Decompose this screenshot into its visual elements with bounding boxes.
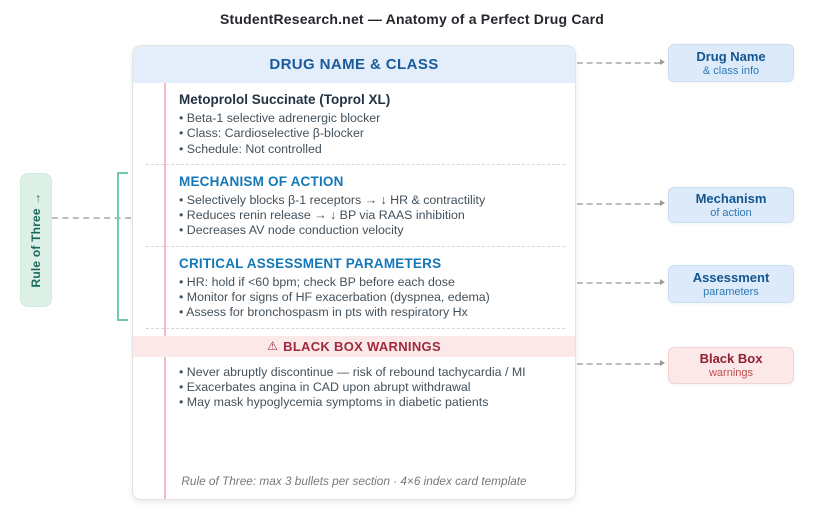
assessment-heading: CRITICAL ASSESSMENT PARAMETERS [179, 255, 442, 271]
card-header: DRUG NAME & CLASS [133, 46, 575, 83]
connector-black-box [577, 363, 660, 365]
callout-title: Drug Name [696, 48, 766, 64]
rule-of-three-label: Rule of Three → [20, 173, 52, 307]
margin-line [164, 83, 166, 499]
list-item: May mask hypoglycemia symptoms in diabet… [179, 395, 559, 410]
callout-subtitle: parameters [703, 285, 759, 298]
page-title: StudentResearch.net — Anatomy of a Perfe… [219, 11, 605, 27]
section-black-box: Never abruptly discontinue — risk of reb… [133, 357, 575, 411]
list-item: Decreases AV node conduction velocity [179, 223, 559, 238]
list-item: Class: Cardioselective β-blocker [179, 126, 559, 141]
arrowhead-icon [660, 59, 665, 65]
section-divider [146, 163, 565, 165]
black-box-heading: BLACK BOX WARNINGS [283, 338, 441, 354]
drug-name-heading: Metoprolol Succinate (Toprol XL) [179, 92, 391, 107]
list-item: Beta-1 selective adrenergic blocker [179, 111, 559, 126]
section-divider [146, 245, 565, 247]
list-item: Schedule: Not controlled [179, 142, 559, 157]
callout-title: Assessment [692, 269, 770, 285]
arrowhead-icon [660, 200, 665, 206]
list-item: Monitor for signs of HF exacerbation (dy… [179, 290, 559, 305]
drug-card: DRUG NAME & CLASS Metoprolol Succinate (… [132, 45, 576, 500]
connector-mechanism [577, 203, 660, 205]
callout-subtitle: warnings [708, 367, 754, 379]
arrowhead-icon [660, 360, 665, 366]
connector-drug-name [577, 62, 660, 64]
list-item: Reduces renin release → ↓ BP via RAAS in… [179, 208, 559, 223]
black-box-banner: ⚠ BLACK BOX WARNINGS [133, 335, 575, 357]
list-item: Never abruptly discontinue — risk of reb… [179, 365, 559, 380]
callout-mechanism: Mechanism of action [668, 187, 794, 223]
list-item: Selectively blocks β-1 receptors → ↓ HR … [179, 193, 559, 208]
callout-subtitle: & class info [702, 64, 760, 77]
mechanism-heading: MECHANISM OF ACTION [179, 173, 344, 189]
callout-assessment: Assessment parameters [668, 265, 794, 303]
section-assessment: CRITICAL ASSESSMENT PARAMETERS HR: hold … [133, 247, 575, 321]
section-divider [146, 327, 565, 329]
list-item: HR: hold if <60 bpm; check BP before eac… [179, 275, 559, 290]
section-drug-name: Metoprolol Succinate (Toprol XL) Beta-1 … [133, 83, 575, 157]
connector-left [52, 217, 131, 219]
callout-subtitle: of action [710, 206, 752, 219]
callout-drug-name: Drug Name & class info [668, 44, 794, 82]
connector-assessment [577, 282, 660, 284]
card-footer-note: Rule of Three: max 3 bullets per section… [181, 474, 527, 488]
callout-title: Mechanism [695, 190, 767, 206]
callout-title: Black Box [699, 351, 763, 366]
warning-icon: ⚠ [267, 339, 279, 354]
arrowhead-icon [660, 279, 665, 285]
list-item: Assess for bronchospasm in pts with resp… [179, 305, 559, 320]
callout-black-box: Black Box warnings [668, 347, 794, 384]
rule-of-three-bracket [117, 172, 128, 321]
list-item: Exacerbates angina in CAD upon abrupt wi… [179, 380, 559, 395]
section-mechanism: MECHANISM OF ACTION Selectively blocks β… [133, 165, 575, 239]
rule-of-three-label-text: Rule of Three → [29, 192, 43, 288]
